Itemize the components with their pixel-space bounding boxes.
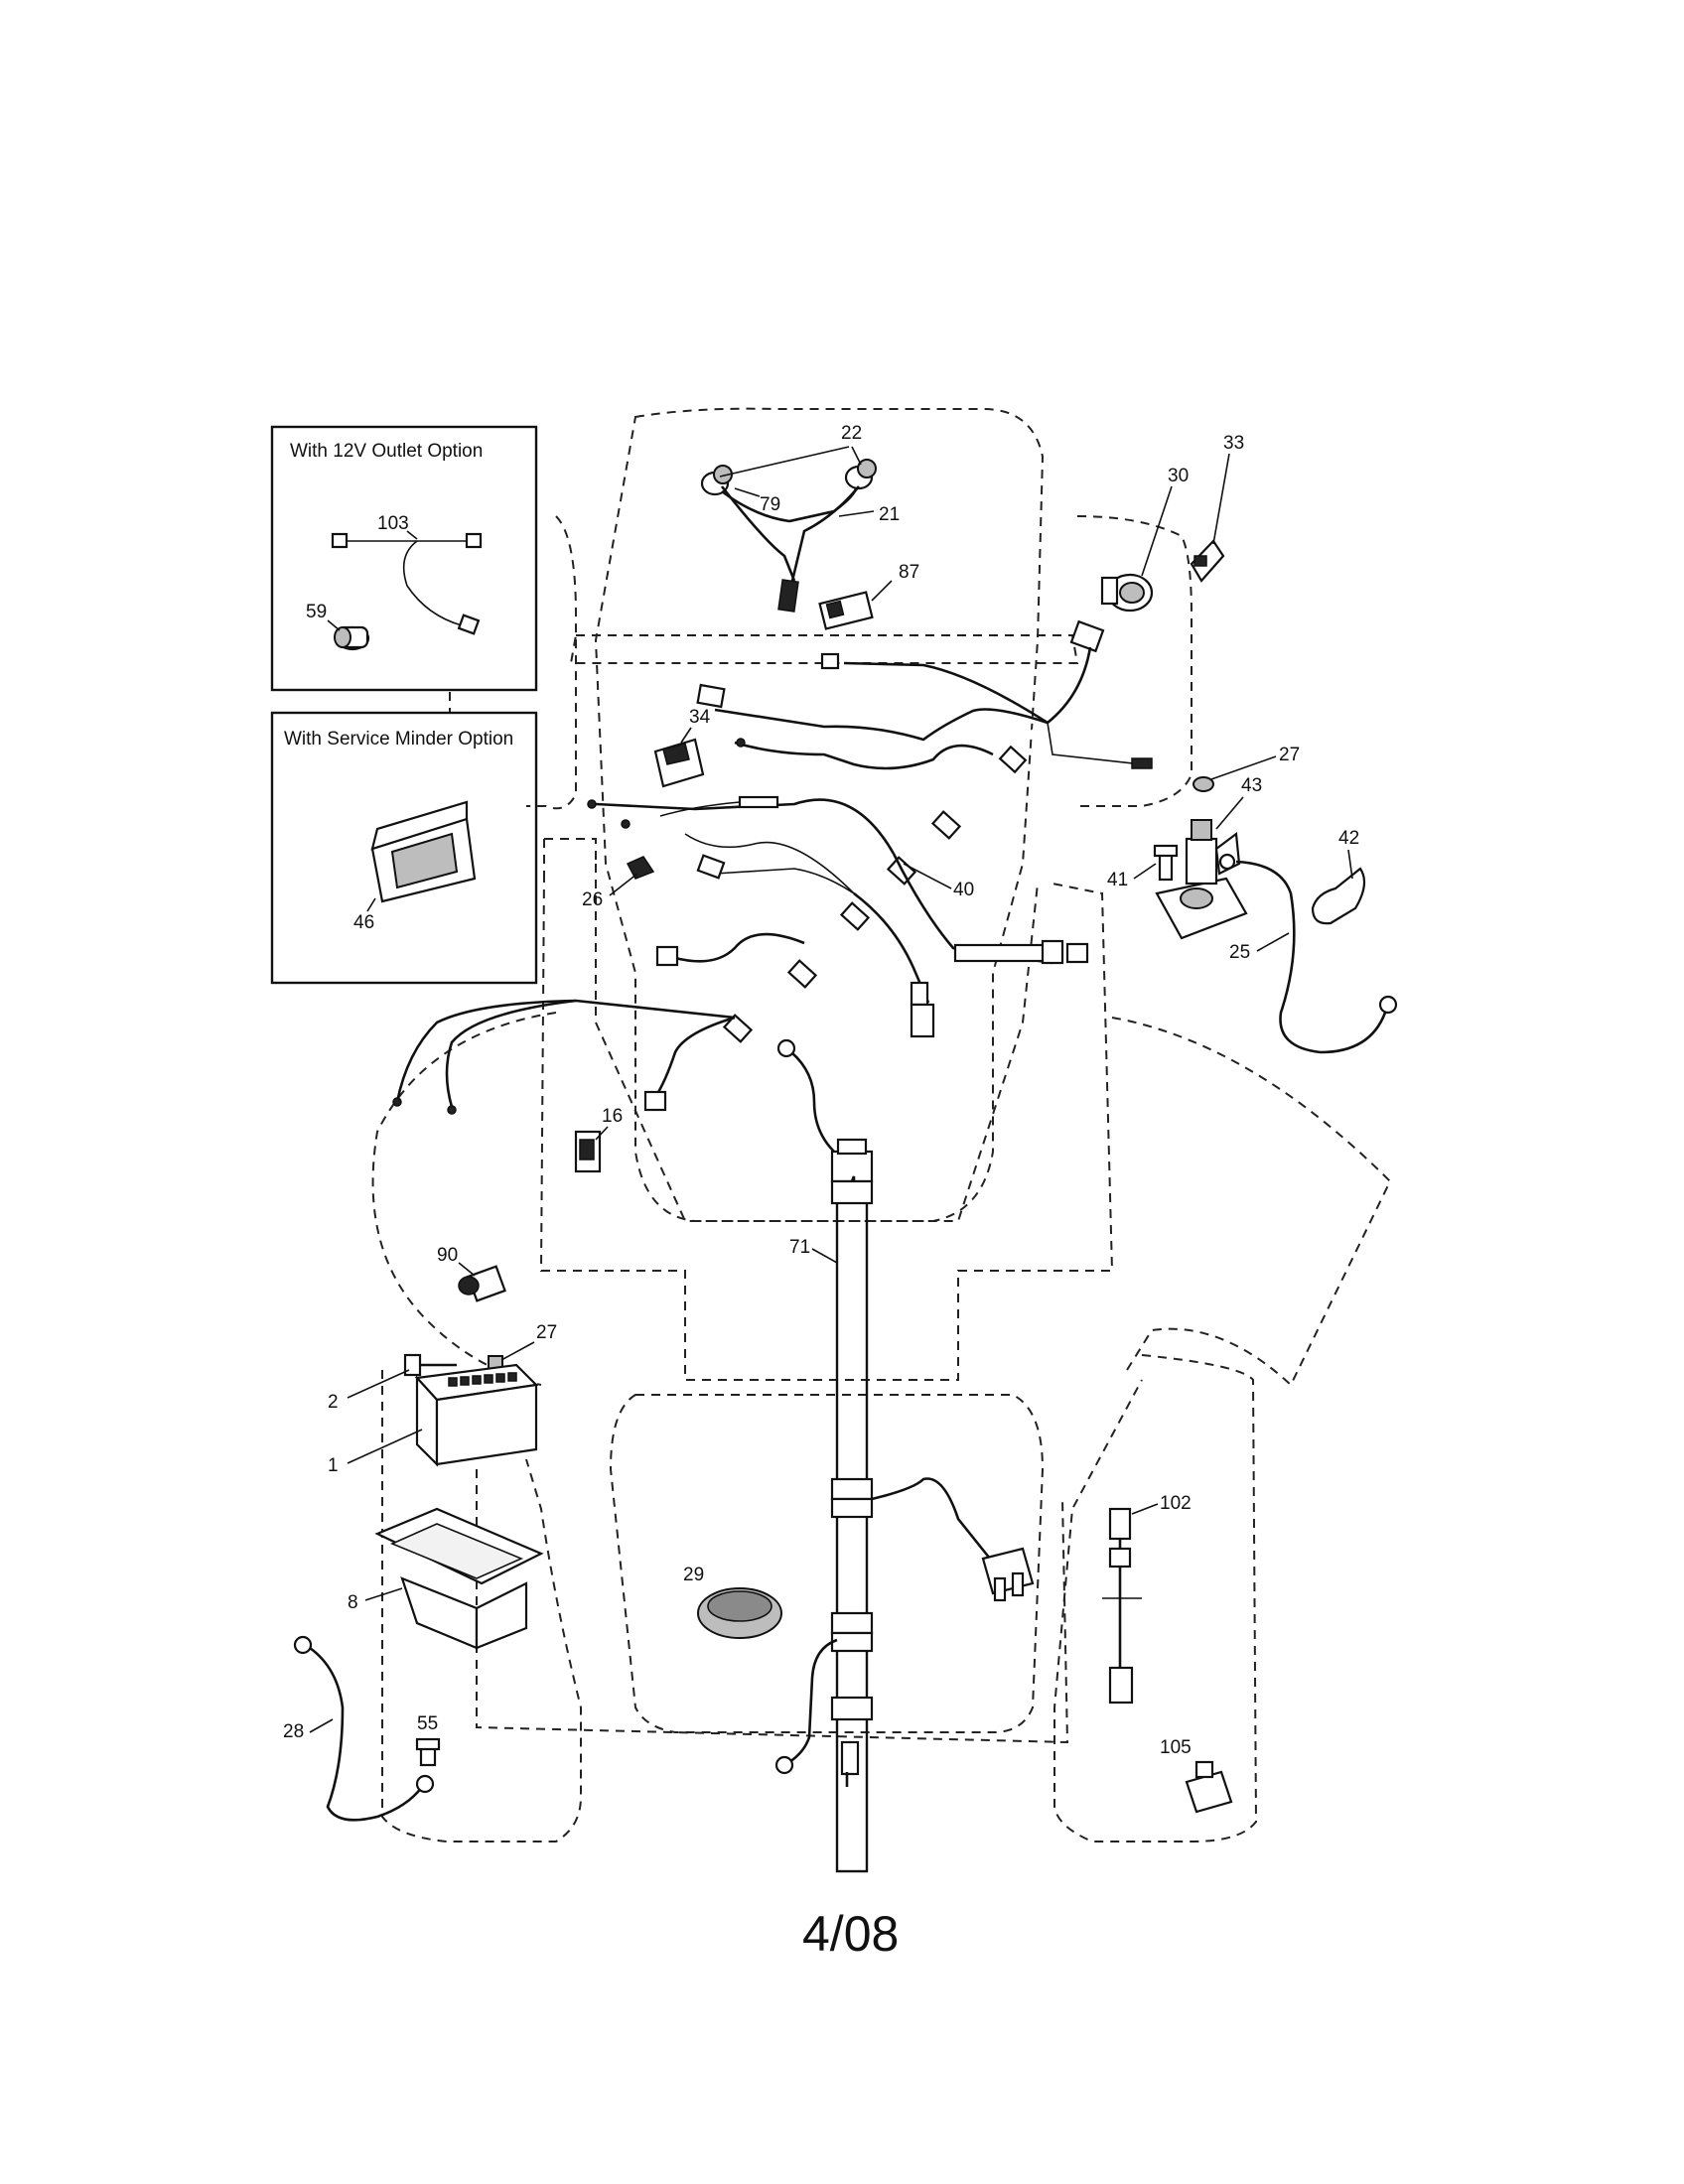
label-25: 25 [1229, 942, 1250, 963]
part-1-battery: 1 [328, 1363, 539, 1476]
label-16: 16 [602, 1106, 623, 1127]
label-103: 103 [377, 513, 409, 534]
outlet-option-box: With 12V Outlet Option 103 59 [270, 425, 538, 692]
label-105: 105 [1160, 1737, 1192, 1758]
label-59: 59 [306, 602, 327, 622]
label-40: 40 [953, 880, 974, 900]
label-2: 2 [328, 1392, 339, 1413]
part-71-harness: 71 [774, 1038, 1035, 1873]
label-33: 33 [1223, 433, 1244, 454]
part-34-switch: 34 [653, 707, 711, 788]
label-41: 41 [1107, 870, 1128, 890]
label-71: 71 [789, 1237, 810, 1258]
part-29-grommet: 29 [683, 1565, 782, 1639]
label-87: 87 [899, 562, 919, 583]
part-8-tray: 8 [348, 1507, 544, 1650]
label-27a: 27 [1279, 745, 1300, 765]
part-43-solenoid: 43 [1155, 775, 1262, 940]
label-26: 26 [582, 889, 603, 910]
part-42-boot: 42 [1311, 828, 1366, 925]
label-21: 21 [879, 504, 900, 525]
label-90: 90 [437, 1245, 458, 1266]
label-22: 22 [841, 423, 862, 444]
label-102: 102 [1160, 1493, 1192, 1514]
part-87-switch: 87 [818, 562, 919, 630]
part-27-washer-top: 27 [1193, 745, 1300, 792]
label-1: 1 [328, 1455, 339, 1476]
part-102-switch: 102 [1102, 1493, 1192, 1705]
part-2-bolt: 2 [328, 1353, 457, 1413]
outlet-option-title: With 12V Outlet Option [290, 441, 483, 462]
part-90-sensor: 90 [437, 1245, 506, 1302]
label-42: 42 [1338, 828, 1359, 849]
label-43: 43 [1241, 775, 1262, 796]
part-41-bolt: 41 [1107, 844, 1179, 890]
headlight-harness: 22 79 21 [700, 423, 900, 613]
part-27-nut: 27 [488, 1322, 557, 1371]
label-30: 30 [1168, 466, 1189, 486]
service-minder-box: With Service Minder Option 46 [270, 711, 538, 985]
label-34: 34 [689, 707, 711, 728]
part-105-switch: 105 [1160, 1737, 1233, 1814]
label-55: 55 [417, 1713, 438, 1734]
revision-date: 4/08 [802, 1906, 899, 1962]
label-46: 46 [353, 912, 374, 933]
part-55-screw: 55 [415, 1713, 441, 1767]
part-33-plate: 33 [1190, 433, 1244, 583]
part-26-fuse: 26 [582, 856, 655, 910]
part-16-relay: 16 [574, 1106, 623, 1173]
part-30-ignition: 30 [1100, 466, 1189, 613]
part-25-cable: 25 [1218, 853, 1398, 1054]
tractor-outline [371, 407, 1392, 1843]
label-28: 28 [283, 1721, 304, 1742]
label-8: 8 [348, 1592, 358, 1613]
part-28-cable: 28 [283, 1635, 435, 1822]
service-minder-title: With Service Minder Option [284, 729, 513, 750]
label-27b: 27 [536, 1322, 557, 1343]
label-29: 29 [683, 1565, 704, 1585]
label-79: 79 [760, 494, 780, 515]
main-harness: 40 [392, 619, 1153, 1115]
